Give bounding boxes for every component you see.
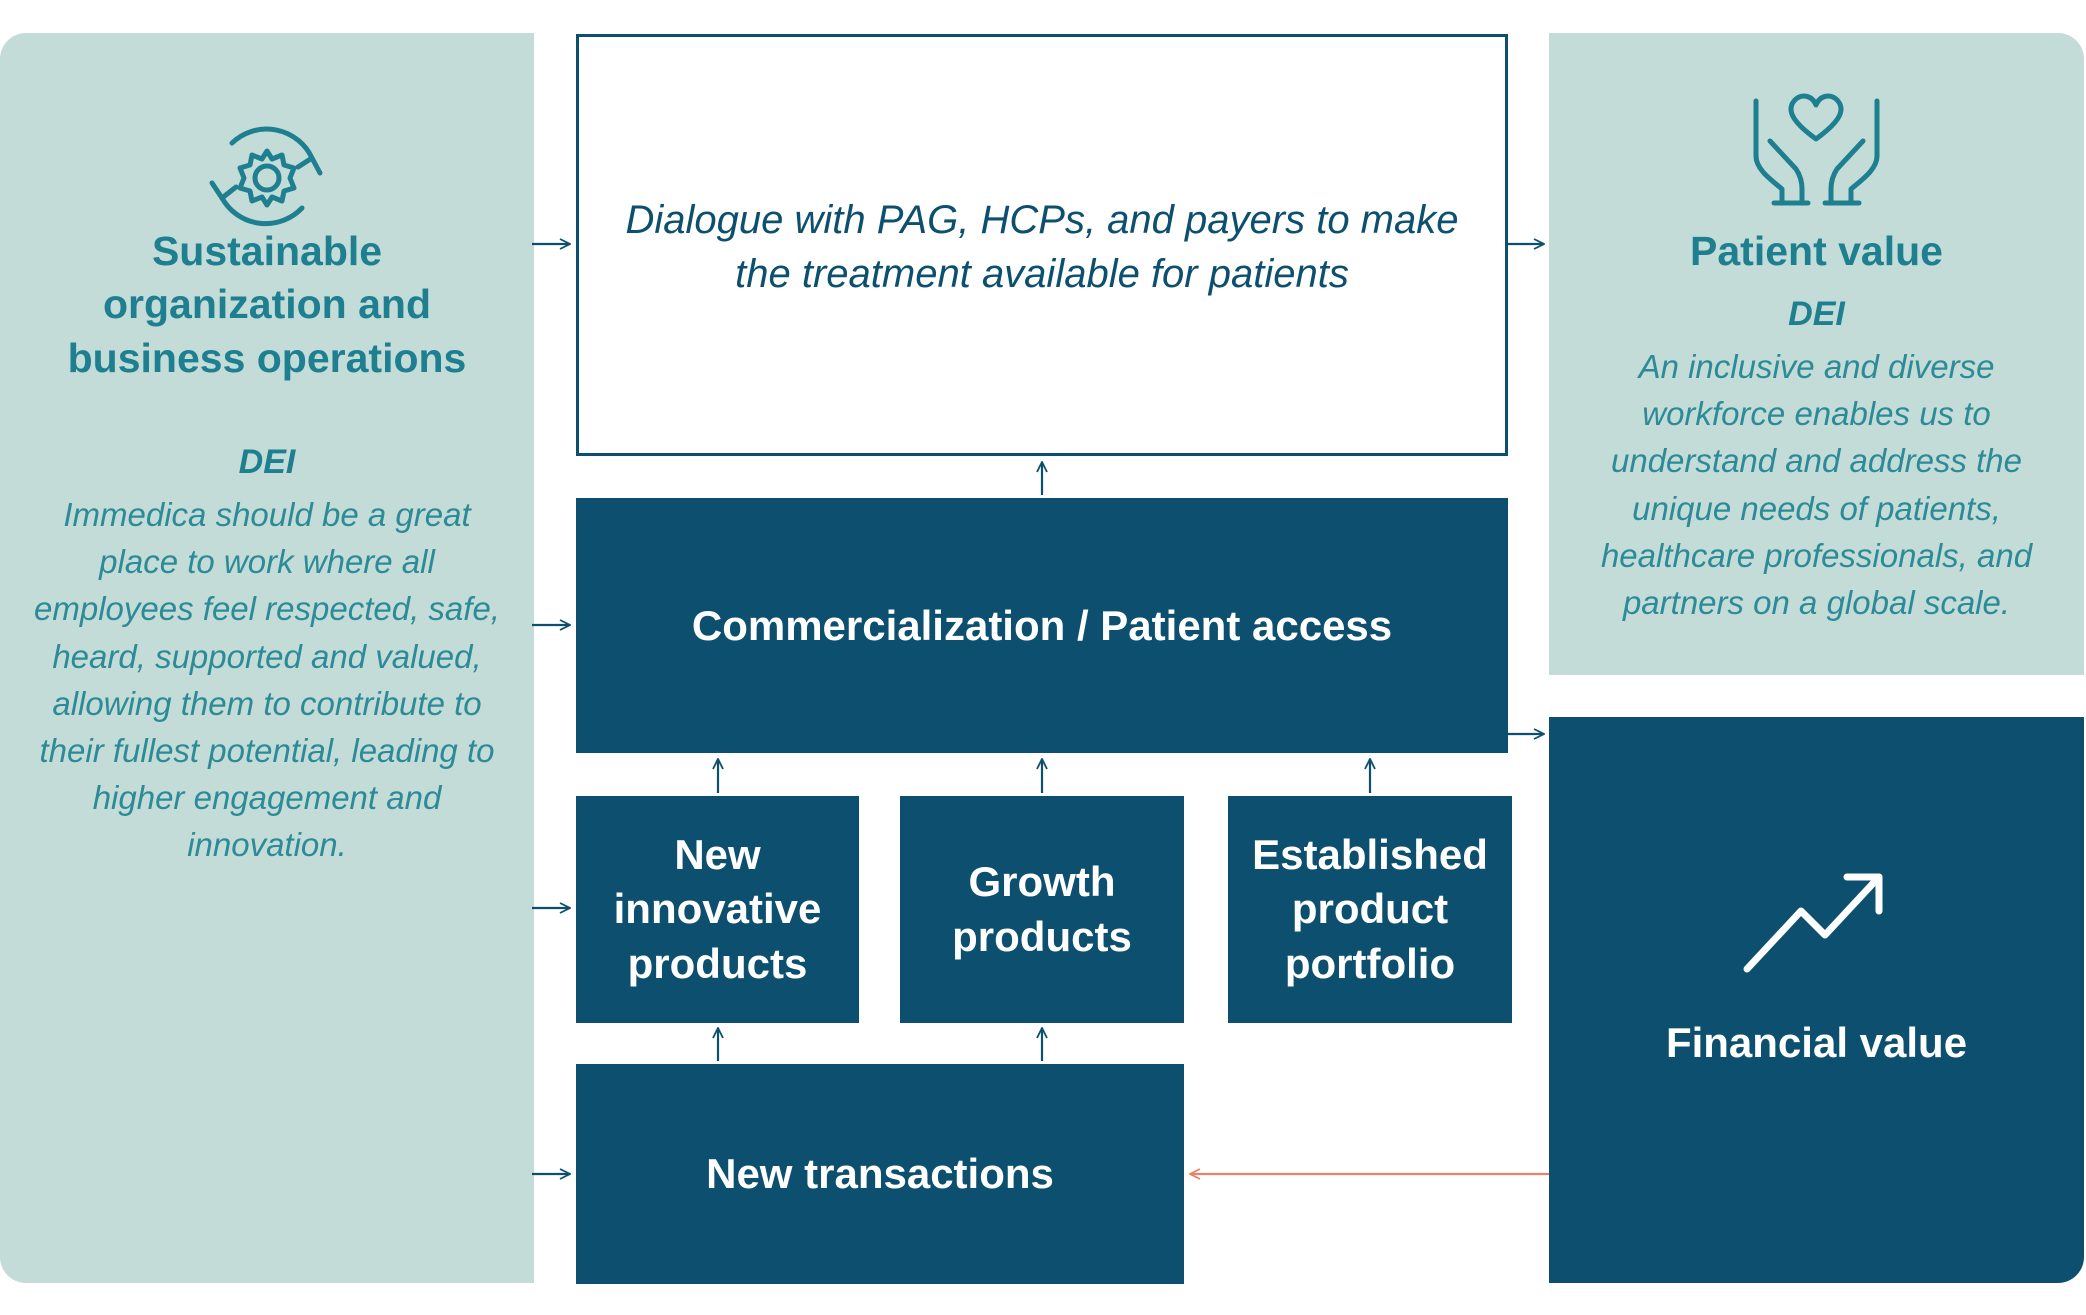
gear-cycle-icon (192, 113, 342, 243)
patient-value-heading: Patient value (1690, 228, 1943, 274)
dei-label: DEI (238, 443, 296, 481)
patient-value-panel: Patient value DEI An inclusive and diver… (1549, 33, 2084, 675)
new-transactions-box: New transactions (576, 1064, 1184, 1284)
patient-dei-description: An inclusive and diverse workforce enabl… (1600, 348, 2033, 621)
financial-value-panel: Financial value (1549, 717, 2084, 1283)
established-portfolio-box: Established product portfolio (1228, 796, 1512, 1023)
hands-heart-icon (1744, 81, 1889, 211)
dei-description: Immedica should be a great place to work… (34, 496, 500, 864)
trend-up-icon (1739, 867, 1889, 977)
commercialization-box: Commercialization / Patient access (576, 498, 1508, 753)
patient-dei-label: DEI (1788, 295, 1845, 333)
sustainable-organization-panel: Sustainable organization and business op… (0, 33, 534, 1283)
dialogue-box: Dialogue with PAG, HCPs, and payers to m… (576, 34, 1508, 456)
dialogue-text: Dialogue with PAG, HCPs, and payers to m… (625, 198, 1459, 296)
sustainable-organization-heading: Sustainable organization and business op… (67, 228, 467, 381)
new-innovative-products-box: New innovative products (576, 796, 859, 1023)
growth-products-box: Growth products (900, 796, 1184, 1023)
financial-value-label: Financial value (1665, 1019, 1968, 1066)
